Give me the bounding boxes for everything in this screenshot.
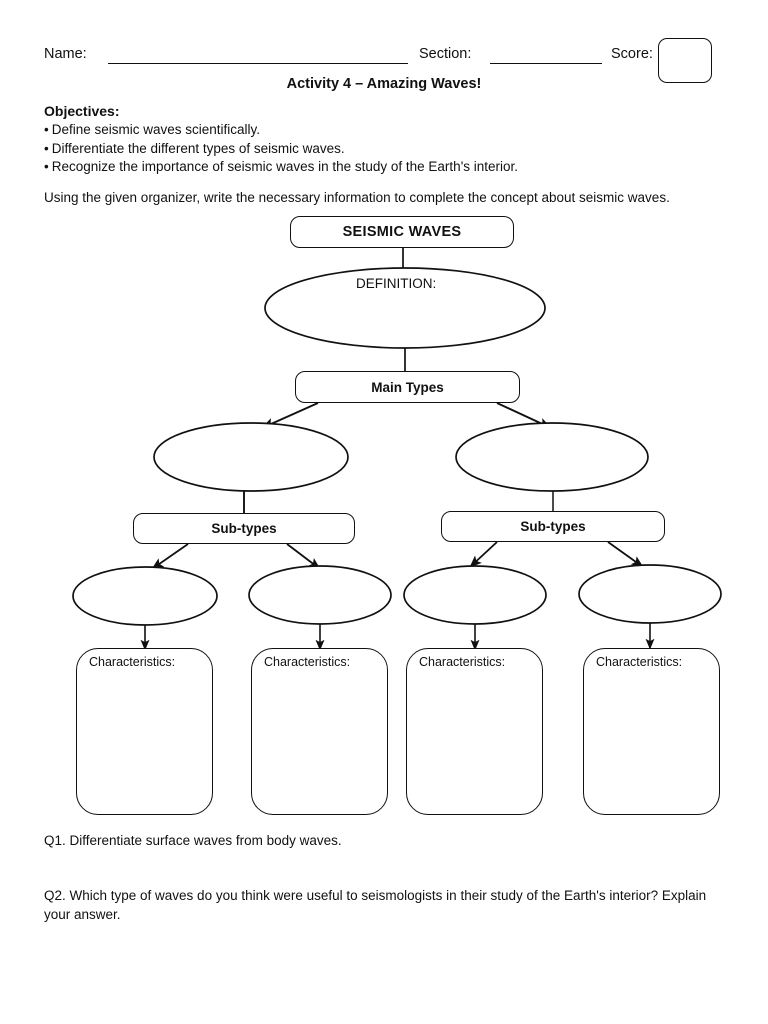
bullet-icon: • — [44, 140, 49, 156]
node-seismic-waves[interactable]: SEISMIC WAVES — [290, 216, 514, 248]
objectives-section: Objectives: •Define seismic waves scient… — [44, 103, 734, 177]
node-main-types-label: Main Types — [371, 379, 444, 395]
characteristics-label: Characteristics: — [596, 655, 683, 669]
characteristics-label: Characteristics: — [419, 655, 506, 669]
objectives-heading: Objectives: — [44, 103, 120, 119]
characteristics-box[interactable]: Characteristics: — [251, 648, 388, 815]
objective-text: Define seismic waves scientifically. — [51, 122, 261, 137]
objective-item: •Recognize the importance of seismic wav… — [44, 158, 734, 177]
name-label: Name: — [44, 46, 87, 62]
activity-title: Activity 4 – Amazing Waves! — [286, 76, 482, 92]
node-main-types[interactable]: Main Types — [295, 371, 520, 403]
characteristics-label: Characteristics: — [89, 655, 176, 669]
characteristics-box[interactable]: Characteristics: — [406, 648, 543, 815]
question-1: Q1. Differentiate surface waves from bod… — [44, 833, 342, 848]
objective-item: •Differentiate the different types of se… — [44, 140, 734, 159]
characteristics-label: Characteristics: — [264, 655, 351, 669]
objective-text: Recognize the importance of seismic wave… — [51, 159, 519, 174]
characteristics-box[interactable]: Characteristics: — [76, 648, 213, 815]
instruction-text: Using the given organizer, write the nec… — [44, 190, 670, 205]
node-subtypes-left-label: Sub-types — [211, 521, 277, 536]
score-label: Score: — [611, 46, 653, 62]
worksheet-header: Name: Section: Score: — [44, 38, 724, 83]
definition-label: DEFINITION: — [356, 276, 437, 291]
node-seismic-waves-label: SEISMIC WAVES — [342, 224, 462, 240]
section-label: Section: — [419, 46, 472, 62]
objective-item: •Define seismic waves scientifically. — [44, 121, 734, 140]
characteristics-box[interactable]: Characteristics: — [583, 648, 720, 815]
node-subtypes-left[interactable]: Sub-types — [133, 513, 355, 544]
name-input-line[interactable] — [108, 63, 408, 64]
node-subtypes-right-label: Sub-types — [520, 519, 586, 534]
objective-text: Differentiate the different types of sei… — [51, 140, 345, 156]
section-input-line[interactable] — [490, 63, 602, 64]
bullet-icon: • — [44, 122, 49, 137]
bullet-icon: • — [44, 159, 49, 174]
question-2: Q2. Which type of waves do you think wer… — [44, 888, 707, 922]
node-subtypes-right[interactable]: Sub-types — [441, 511, 665, 542]
score-box[interactable] — [658, 38, 712, 83]
